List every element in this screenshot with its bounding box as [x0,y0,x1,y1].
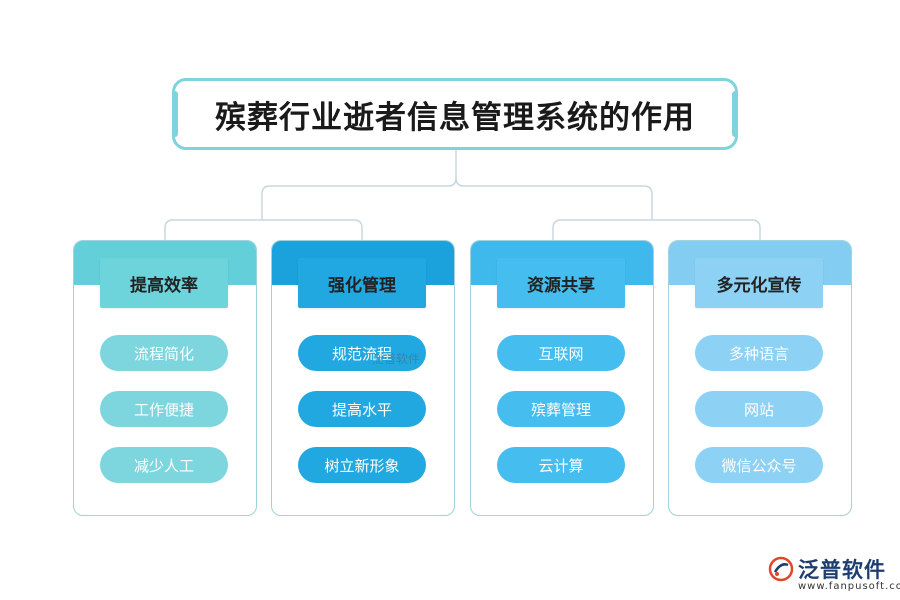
column-item: 云计算 [497,447,625,483]
column-item: 殡葬管理 [497,391,625,427]
column-promotion: 多元化宣传 多种语言 网站 微信公众号 [668,240,852,516]
column-item: 工作便捷 [100,391,228,427]
column-item: 互联网 [497,335,625,371]
connector-left-pair [164,219,363,240]
column-item: 减少人工 [100,447,228,483]
column-item: 流程简化 [100,335,228,371]
watermark: 泛普软件 [372,352,421,366]
connector-trunk-right [455,177,653,220]
connector-trunk [261,150,457,220]
logo-url: www.fanpusoft.com [798,581,900,592]
column-item: 网站 [695,391,823,427]
brand-logo: 泛普软件 www.fanpusoft.com [768,554,900,596]
title-box: 殡葬行业逝者信息管理系统的作用 [172,78,738,150]
column-item: 多种语言 [695,335,823,371]
column-efficiency: 提高效率 流程简化 工作便捷 减少人工 [73,240,257,516]
column-resource-sharing: 资源共享 互联网 殡葬管理 云计算 [470,240,654,516]
column-header: 资源共享 [497,258,625,308]
column-item: 规范流程 [298,335,426,371]
column-header: 多元化宣传 [695,258,823,308]
logo-name: 泛普软件 [798,558,886,582]
column-header: 强化管理 [298,258,426,308]
column-item: 提高水平 [298,391,426,427]
diagram-title: 殡葬行业逝者信息管理系统的作用 [215,99,695,136]
connector-right-pair [552,219,761,240]
column-item: 树立新形象 [298,447,426,483]
fanpu-logo-icon [768,556,794,582]
column-item: 微信公众号 [695,447,823,483]
column-management: 强化管理 规范流程 提高水平 树立新形象 [271,240,455,516]
column-header: 提高效率 [100,258,228,308]
